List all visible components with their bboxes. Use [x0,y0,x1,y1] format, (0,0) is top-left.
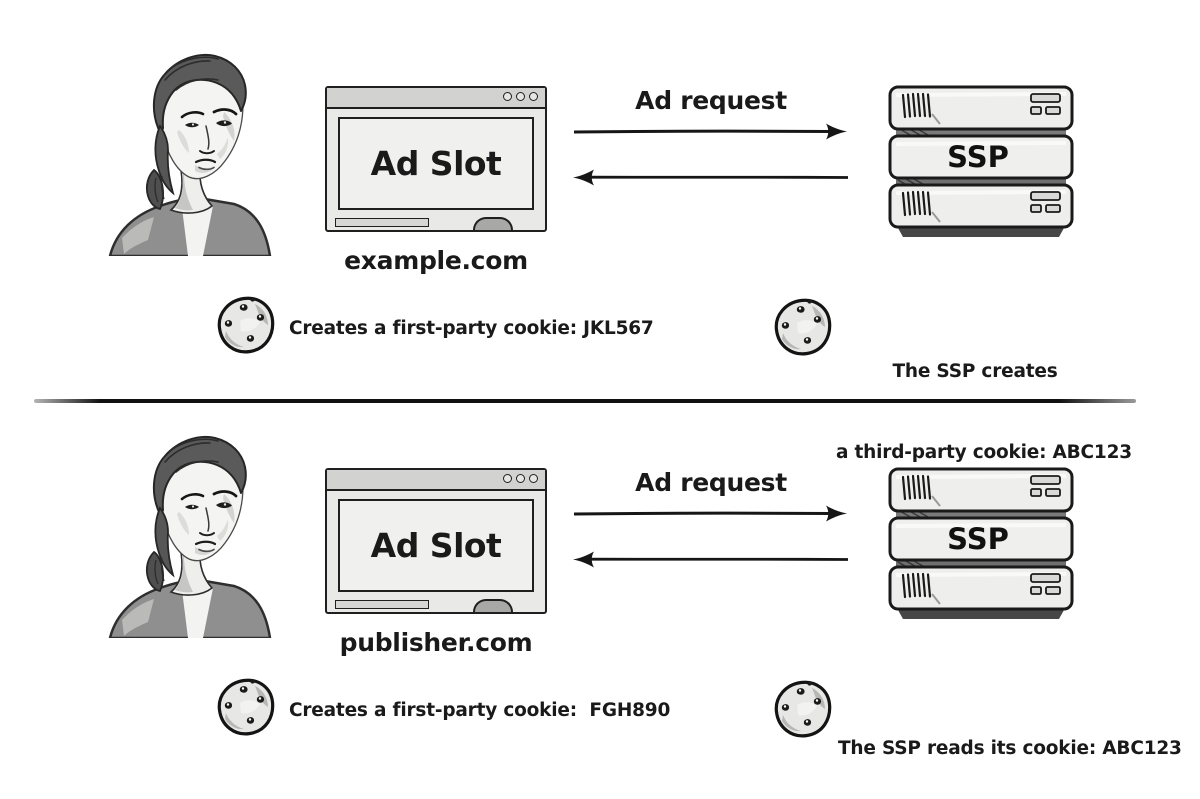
first-party-cookie-icon [214,295,278,355]
first-party-cookie-caption: Creates a first-party cookie: JKL567 [289,318,654,339]
browser-window: Ad Slot [325,86,547,232]
browser-statusbar-bump [473,217,513,230]
window-dot-icon [503,92,512,101]
third-party-cookie-caption: The SSP creates a third-party cookie: AB… [836,304,1132,520]
ad-slot-label: Ad Slot [370,144,502,183]
third-party-cookie-icon [771,679,835,739]
ssp-server-icon: SSP [886,466,1076,620]
window-dot-icon [516,474,525,483]
ad-request-label: Ad request [635,86,787,115]
ssp-server-label: SSP [947,522,1009,556]
ad-slot-label: Ad Slot [370,526,502,565]
ssp-server-icon: SSP [886,84,1076,238]
site-caption: publisher.com [339,628,533,657]
request-response-arrows: Ad request [570,86,852,196]
window-dot-icon [529,92,538,101]
window-dot-icon [516,92,525,101]
user-portrait-icon [96,420,291,638]
third-party-cookie-caption: The SSP reads its cookie: ABC123 [838,694,1182,799]
first-party-cookie-icon [214,677,278,737]
window-controls-icon [503,92,538,101]
request-response-arrows: Ad request [570,468,852,578]
diagram-panel-first-site: Ad Slot example.com Ad request SSP Creat… [0,0,1132,463]
request-response-arrow-icons [570,122,852,192]
user-portrait-icon [96,38,291,256]
third-party-cookie-caption-line1: The SSP reads its cookie: ABC123 [838,738,1182,759]
first-party-cookie-caption: Creates a first-party cookie: FGH890 [289,700,671,721]
third-party-cookie-icon [771,297,835,357]
window-dot-icon [529,474,538,483]
ad-slot-area: Ad Slot [338,499,534,592]
browser-statusbar-bump [473,599,513,612]
browser-window: Ad Slot [325,468,547,614]
window-dot-icon [503,474,512,483]
window-controls-icon [503,474,538,483]
third-party-cookie-caption-line1: The SSP creates [892,361,1058,382]
browser-titlebar [327,470,545,491]
panel-divider [34,399,1136,403]
ssp-server-label: SSP [947,140,1009,174]
ad-slot-area: Ad Slot [338,117,534,210]
browser-statusbar-pill [335,218,429,227]
browser-statusbar-pill [335,600,429,609]
site-caption: example.com [344,246,528,275]
third-party-cookie-caption-line2: a third-party cookie: ABC123 [836,442,1132,463]
browser-titlebar [327,88,545,109]
diagram-panel-second-site: Ad Slot publisher.com Ad request SSP Cre… [0,382,1200,799]
request-response-arrow-icons [570,504,852,574]
ad-request-label: Ad request [635,468,787,497]
